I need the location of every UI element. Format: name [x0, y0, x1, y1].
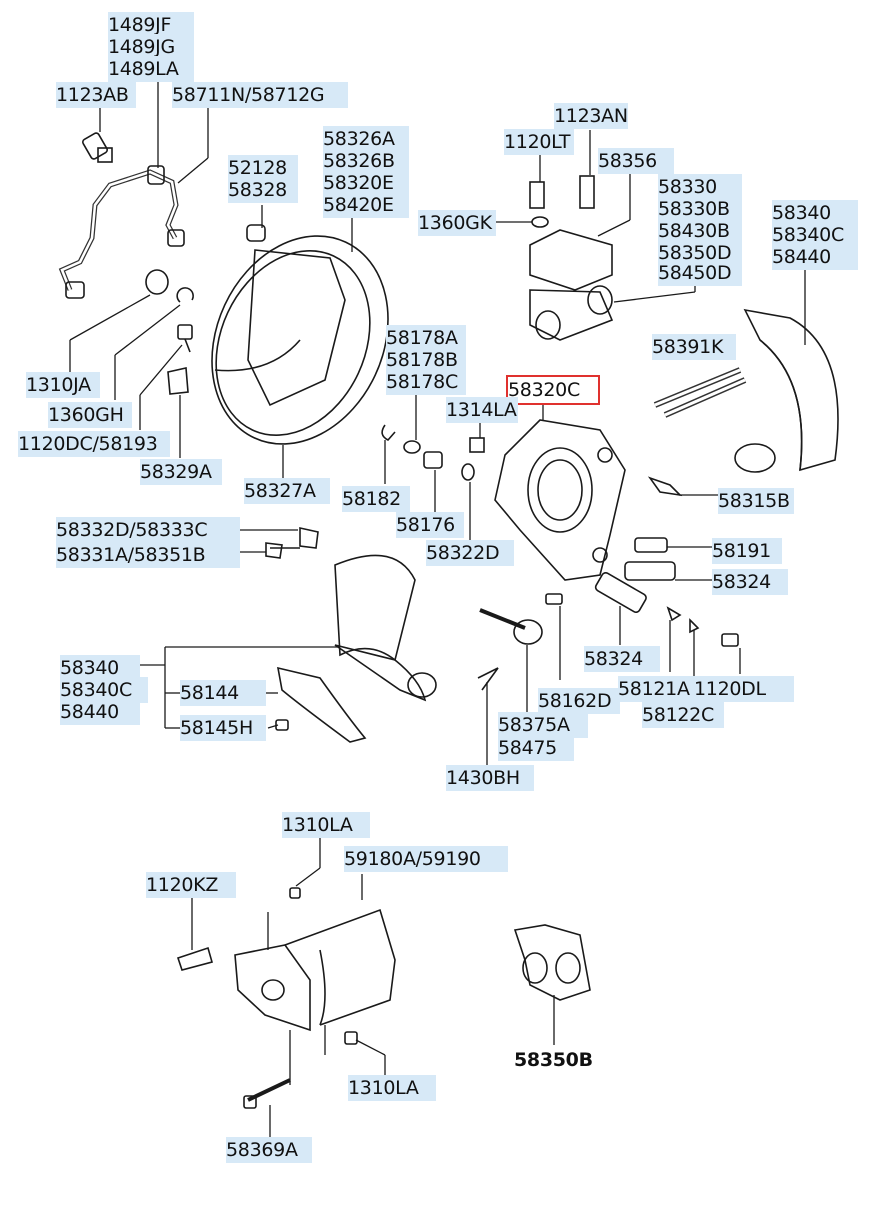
- part-label-1489la[interactable]: 1489LA: [108, 56, 194, 82]
- part-label-1314la[interactable]: 1314LA: [446, 397, 518, 423]
- part-label-58327a[interactable]: 58327A: [244, 478, 330, 504]
- part-label-58144[interactable]: 58144: [180, 680, 266, 706]
- part-label-1489jg[interactable]: 1489JG: [108, 34, 194, 60]
- part-label-58330[interactable]: 58330: [658, 174, 742, 200]
- part-label-58391k[interactable]: 58391K: [652, 334, 736, 360]
- part-label-58178a[interactable]: 58178A: [386, 325, 466, 351]
- part-label-58320e[interactable]: 58320E: [323, 170, 409, 196]
- part-label-58450d[interactable]: 58450D: [658, 260, 742, 286]
- part-label-58340-upper[interactable]: 58340: [772, 200, 858, 226]
- part-label-58324-lower[interactable]: 58324: [584, 646, 660, 672]
- part-label-58315b[interactable]: 58315B: [718, 488, 794, 514]
- part-label-1310la-lower[interactable]: 1310LA: [348, 1075, 436, 1101]
- wheel-cylinder-drawing: [529, 175, 614, 341]
- part-label-1360gk[interactable]: 1360GK: [418, 210, 496, 236]
- part-label-58420e[interactable]: 58420E: [323, 192, 409, 218]
- part-label-58356[interactable]: 58356: [598, 148, 674, 174]
- part-label-1123an[interactable]: 1123AN: [554, 103, 628, 129]
- part-label-58340c-lower[interactable]: 58340C: [60, 677, 148, 703]
- part-label-1120kz[interactable]: 1120KZ: [146, 872, 236, 898]
- part-label-58320c-highlighted[interactable]: 58320C: [506, 375, 600, 405]
- part-label-58178b[interactable]: 58178B: [386, 347, 466, 373]
- part-label-1120dl[interactable]: 1120DL: [694, 676, 794, 702]
- part-label-58326a[interactable]: 58326A: [323, 126, 409, 152]
- anchor-plate-drawing: [494, 419, 626, 581]
- part-label-58176[interactable]: 58176: [396, 512, 464, 538]
- part-label-58340c-upper[interactable]: 58340C: [772, 222, 858, 248]
- part-label-58326b[interactable]: 58326B: [323, 148, 409, 174]
- part-label-58322d[interactable]: 58322D: [426, 540, 514, 566]
- part-label-58191[interactable]: 58191: [712, 538, 782, 564]
- part-label-52128[interactable]: 52128: [228, 155, 298, 181]
- brake-shoe-upper-drawing: [653, 308, 839, 473]
- part-label-58122c[interactable]: 58122C: [642, 702, 724, 728]
- part-label-58332d[interactable]: 58332D/58333C: [56, 517, 240, 543]
- part-label-58440-upper[interactable]: 58440: [772, 244, 858, 270]
- part-label-58340-lower[interactable]: 58340: [60, 655, 140, 681]
- part-label-58178c[interactable]: 58178C: [386, 369, 466, 395]
- part-label-58711n[interactable]: 58711N/58712G: [172, 82, 348, 108]
- part-label-1430bh[interactable]: 1430BH: [446, 765, 534, 791]
- lever-drawing: [513, 924, 591, 1001]
- part-label-58430b[interactable]: 58430B: [658, 218, 742, 244]
- part-label-58121a[interactable]: 58121A: [618, 676, 694, 702]
- part-label-58324-right[interactable]: 58324: [712, 569, 788, 595]
- part-label-1360gh[interactable]: 1360GH: [48, 402, 132, 428]
- part-label-58475[interactable]: 58475: [498, 735, 574, 761]
- part-label-59180a[interactable]: 59180A/59190: [344, 846, 508, 872]
- part-label-58328[interactable]: 58328: [228, 177, 298, 203]
- part-label-1120lt[interactable]: 1120LT: [504, 129, 574, 155]
- leader-lines: [69, 82, 806, 1137]
- part-label-58440-lower[interactable]: 58440: [60, 699, 140, 725]
- part-label-1489jf[interactable]: 1489JF: [108, 12, 194, 38]
- part-label-58145h[interactable]: 58145H: [180, 715, 266, 741]
- part-label-58162d[interactable]: 58162D: [538, 688, 620, 714]
- part-label-58330b[interactable]: 58330B: [658, 196, 742, 222]
- part-label-58182[interactable]: 58182: [342, 486, 410, 512]
- part-label-58331a[interactable]: 58331A/58351B: [56, 542, 240, 568]
- part-label-1310la-upper[interactable]: 1310LA: [282, 812, 370, 838]
- part-label-1120dc[interactable]: 1120DC/58193: [18, 431, 170, 457]
- part-label-1123ab[interactable]: 1123AB: [56, 82, 136, 108]
- brake-shoe-lower-drawing: [275, 554, 437, 743]
- brake-chamber-drawing: [176, 887, 396, 1109]
- part-label-58329a[interactable]: 58329A: [140, 459, 222, 485]
- part-label-58375a[interactable]: 58375A: [498, 712, 588, 738]
- part-label-58369a[interactable]: 58369A: [226, 1137, 312, 1163]
- backing-plate-drawing: [211, 224, 389, 445]
- brake-hose-drawing: [58, 132, 194, 395]
- part-label-58350b[interactable]: 58350B: [514, 1049, 593, 1071]
- part-label-1310ja[interactable]: 1310JA: [26, 372, 100, 398]
